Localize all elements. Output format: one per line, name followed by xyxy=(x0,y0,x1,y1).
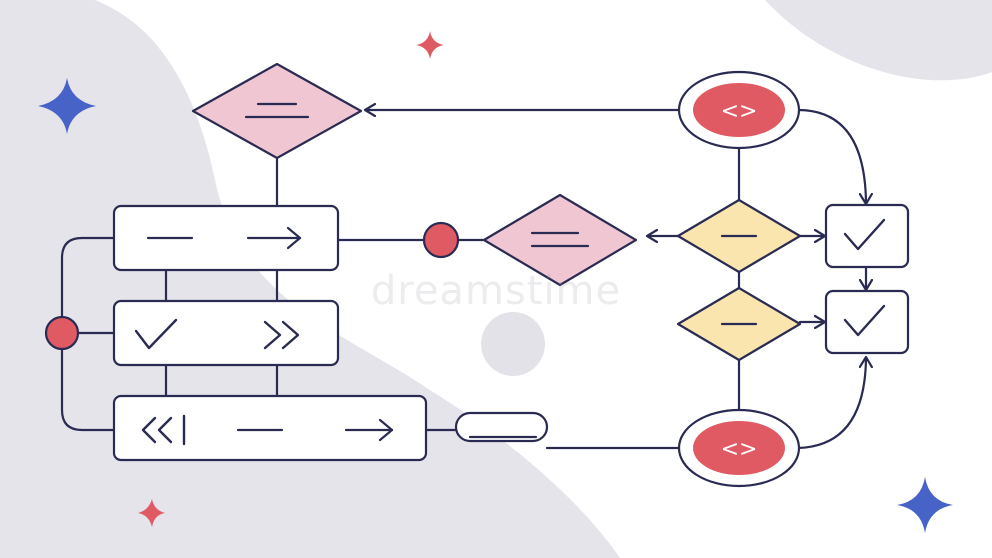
background-circle xyxy=(481,312,545,376)
code-brackets-icon: <> xyxy=(721,99,758,124)
background-blob-top-right xyxy=(765,0,992,81)
code-node-bottom: <> xyxy=(677,408,801,488)
terminator-pill xyxy=(454,411,549,443)
code-brackets-icon: <> xyxy=(721,437,758,462)
code-node-top: <> xyxy=(677,70,801,150)
sparkle-blue-icon xyxy=(897,477,953,533)
checkmark-icon xyxy=(843,218,886,251)
double-chevron-right-icon xyxy=(263,320,300,350)
decision-diamond-yellow-lower xyxy=(676,286,802,362)
junction-node-middle xyxy=(422,221,460,259)
decision-diamond-yellow-upper xyxy=(676,198,802,274)
sparkle-blue-icon xyxy=(38,78,96,134)
sparkle-red-icon xyxy=(416,31,444,59)
checkmark-icon xyxy=(134,318,178,350)
decision-diamond-top xyxy=(191,62,363,160)
connector-code-bottom-to-check xyxy=(796,358,866,450)
decision-diamond-middle xyxy=(482,193,638,287)
check-box-top xyxy=(824,203,910,269)
process-box-row-3 xyxy=(112,394,428,462)
arrow-right-icon xyxy=(344,418,394,442)
sparkle-red-icon xyxy=(138,499,165,527)
junction-node-left xyxy=(44,315,80,351)
checkmark-icon xyxy=(843,304,886,337)
process-box-row-1 xyxy=(112,204,340,272)
connector-code-top-to-check xyxy=(796,108,866,203)
rewind-icon xyxy=(141,414,186,446)
check-box-bottom xyxy=(824,289,910,355)
arrow-right-icon xyxy=(246,226,302,250)
process-box-row-2 xyxy=(112,299,340,367)
